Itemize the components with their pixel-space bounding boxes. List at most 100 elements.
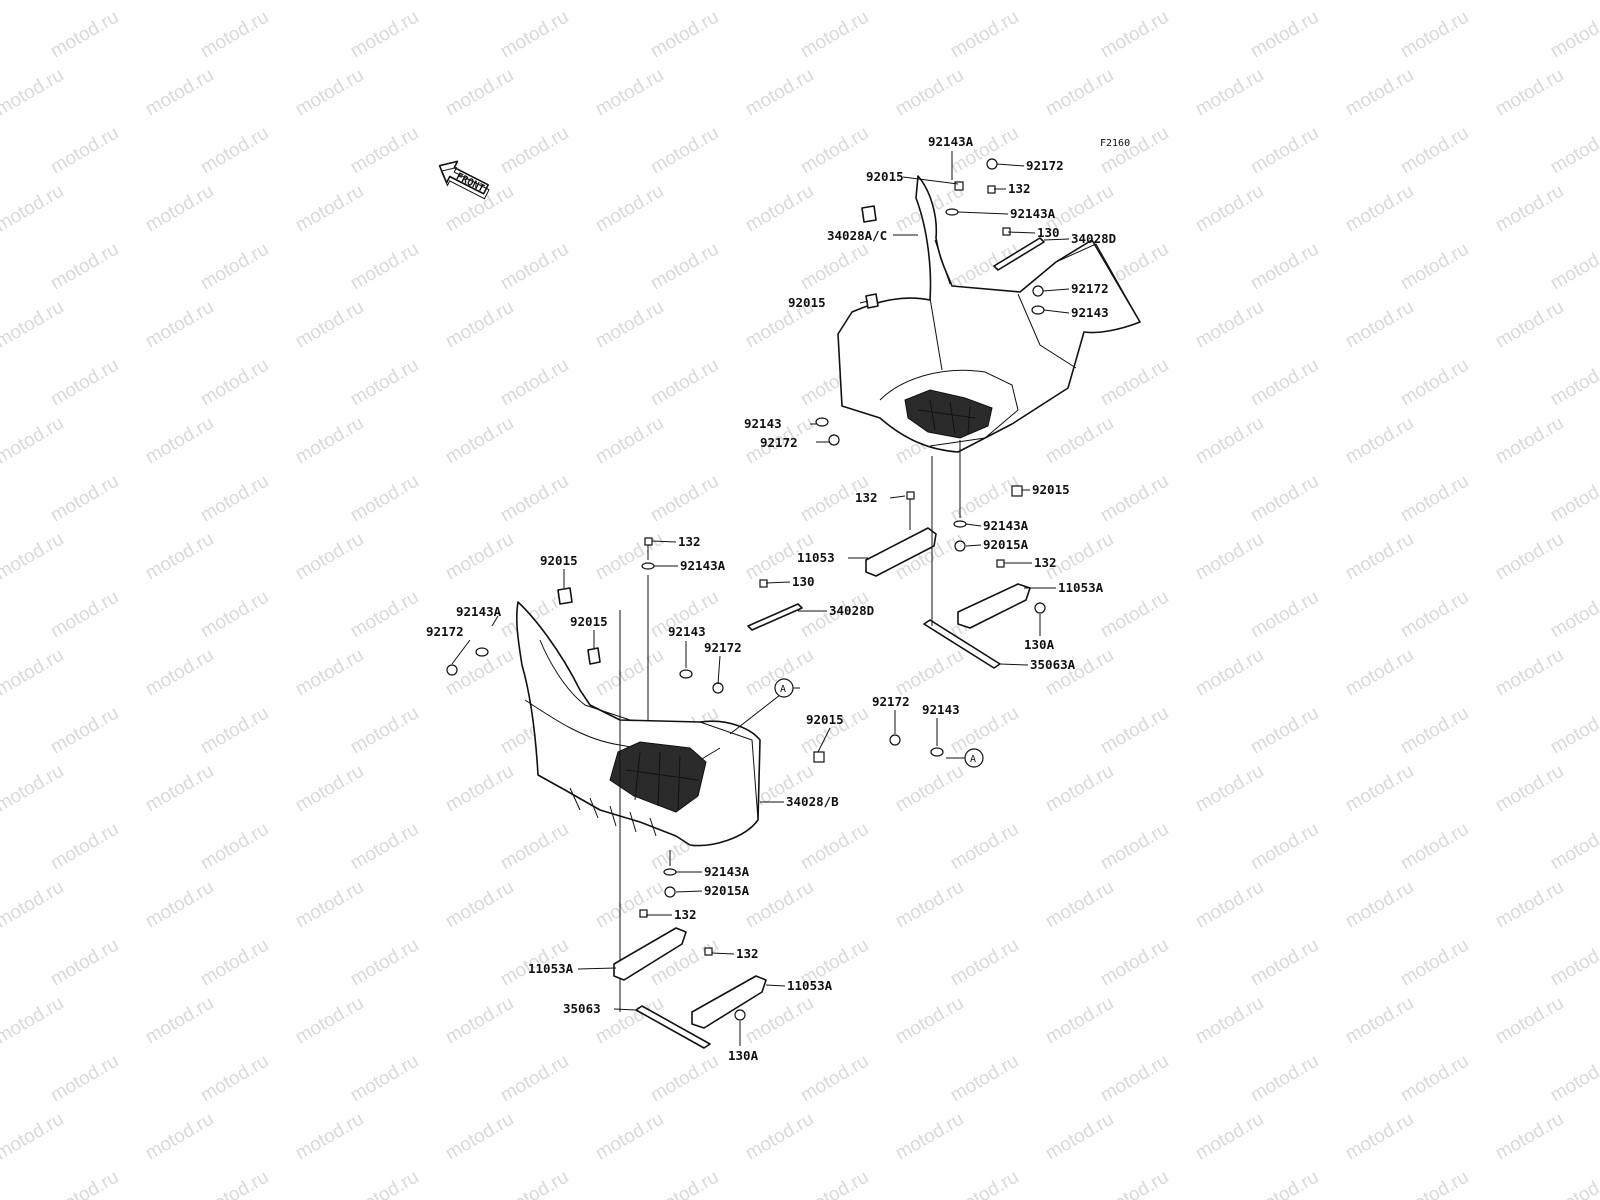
watermark-text: motod.ru xyxy=(1547,703,1600,759)
watermark-text: motod.ru xyxy=(142,65,217,121)
watermark-text: motod.ru xyxy=(497,7,572,63)
watermark-text: motod.ru xyxy=(592,645,667,701)
watermark-text: motod.ru xyxy=(142,993,217,1049)
watermark-text: motod.ru xyxy=(0,181,67,237)
watermark-text: motod.ru xyxy=(1492,413,1567,469)
watermark-text: motod.ru xyxy=(442,0,517,4)
watermark-text: motod.ru xyxy=(497,1051,572,1107)
clip-icon xyxy=(954,181,964,191)
watermark-text: motod.ru xyxy=(947,1051,1022,1107)
part-label: 92015 xyxy=(866,169,904,184)
screw-icon xyxy=(889,734,901,746)
watermark-text: motod.ru xyxy=(347,1167,422,1200)
watermark-text: motod.ru xyxy=(292,529,367,585)
watermark-text: motod.ru xyxy=(742,993,817,1049)
watermark-text: motod.ru xyxy=(1547,819,1600,875)
watermark-text: motod.ru xyxy=(442,993,517,1049)
watermark-text: motod.ru xyxy=(592,65,667,121)
watermark-text: motod.ru xyxy=(1342,529,1417,585)
watermark-text: motod.ru xyxy=(1492,761,1567,817)
watermark-text: motod.ru xyxy=(1547,471,1600,527)
part-label: 92015 xyxy=(540,553,578,568)
watermark-text: motod.ru xyxy=(1042,993,1117,1049)
svg-text:A: A xyxy=(970,754,976,765)
part-label: 130A xyxy=(728,1048,759,1063)
screw-icon xyxy=(828,434,840,446)
watermark-text: motod.ru xyxy=(647,123,722,179)
watermark-text: motod.ru xyxy=(647,1051,722,1107)
watermark-text: motod.ru xyxy=(1097,355,1172,411)
watermark-text: motod.ru xyxy=(1097,587,1172,643)
part-label: 92143A xyxy=(928,134,974,149)
watermark-text: motod.ru xyxy=(1492,645,1567,701)
watermark-text: motod.ru xyxy=(292,645,367,701)
leader-line xyxy=(889,495,906,499)
washer-icon xyxy=(475,647,489,657)
part-label: 92143 xyxy=(922,702,960,717)
washer-icon xyxy=(663,868,677,876)
washer-icon xyxy=(930,747,944,757)
watermark-text: motod.ru xyxy=(347,471,422,527)
leader-line xyxy=(999,663,1029,666)
leader-line xyxy=(675,890,703,893)
watermark-text: motod.ru xyxy=(47,1051,122,1107)
watermark-text: motod.ru xyxy=(647,355,722,411)
watermark-text: motod.ru xyxy=(1492,1109,1567,1165)
watermark-text: motod.ru xyxy=(347,7,422,63)
leader-line xyxy=(957,211,1009,215)
watermark-text: motod.ru xyxy=(892,877,967,933)
ref-a-upper: A xyxy=(774,678,794,698)
nut-clip-icon xyxy=(557,587,573,605)
leader-line xyxy=(651,540,677,543)
nut-clip-icon xyxy=(813,751,825,763)
watermark-text: motod.ru xyxy=(1192,877,1267,933)
watermark-text: motod.ru xyxy=(197,123,272,179)
watermark-text: motod.ru xyxy=(442,413,517,469)
watermark-text: motod.ru xyxy=(1192,181,1267,237)
leader-line xyxy=(1043,238,1070,241)
watermark-text: motod.ru xyxy=(197,587,272,643)
washer-icon xyxy=(679,669,693,679)
watermark-text: motod.ru xyxy=(497,1167,572,1200)
part-label: 92143 xyxy=(1071,305,1109,320)
bolt-icon xyxy=(644,537,653,546)
part-label: 92143A xyxy=(983,518,1029,533)
watermark-text: motod.ru xyxy=(1342,993,1417,1049)
part-label: 92015 xyxy=(570,614,608,629)
watermark-text: motod.ru xyxy=(1397,587,1472,643)
watermark-text: motod.ru xyxy=(47,471,122,527)
watermark-text: motod.ru xyxy=(1192,0,1267,4)
leader-line xyxy=(1007,231,1036,234)
watermark-text: motod.ru xyxy=(347,819,422,875)
watermark-text: motod.ru xyxy=(347,1051,422,1107)
screw-icon xyxy=(1032,285,1044,297)
watermark-text: motod.ru xyxy=(797,819,872,875)
watermark-text: motod.ru xyxy=(1397,355,1472,411)
watermark-text: motod.ru xyxy=(892,0,967,4)
ref-a-lower: A xyxy=(964,748,984,768)
watermark-text: motod.ru xyxy=(1192,645,1267,701)
watermark-text: motod.ru xyxy=(142,1109,217,1165)
leader-line xyxy=(996,163,1025,167)
watermark-text: motod.ru xyxy=(1247,471,1322,527)
part-label: 130A xyxy=(1024,637,1055,652)
part-label: 11053A xyxy=(1058,580,1104,595)
nut-clip-icon xyxy=(1011,485,1023,497)
nut-icon xyxy=(664,886,676,898)
part-label: 34028/B xyxy=(786,794,839,809)
watermark-text: motod.ru xyxy=(947,819,1022,875)
watermark-text: motod.ru xyxy=(197,703,272,759)
washer-icon xyxy=(815,417,829,427)
watermark-text: motod.ru xyxy=(442,65,517,121)
watermark-text: motod.ru xyxy=(47,355,122,411)
screw-icon xyxy=(446,664,458,676)
watermark-text: motod.ru xyxy=(1397,1051,1472,1107)
part-label: 35063A xyxy=(1030,657,1076,672)
watermark-text: motod.ru xyxy=(47,7,122,63)
watermark-text: motod.ru xyxy=(647,1167,722,1200)
watermark-text: motod.ru xyxy=(1547,1167,1600,1200)
watermark-text: motod.ru xyxy=(1097,819,1172,875)
watermark-text: motod.ru xyxy=(797,703,872,759)
watermark-text: motod.ru xyxy=(197,471,272,527)
